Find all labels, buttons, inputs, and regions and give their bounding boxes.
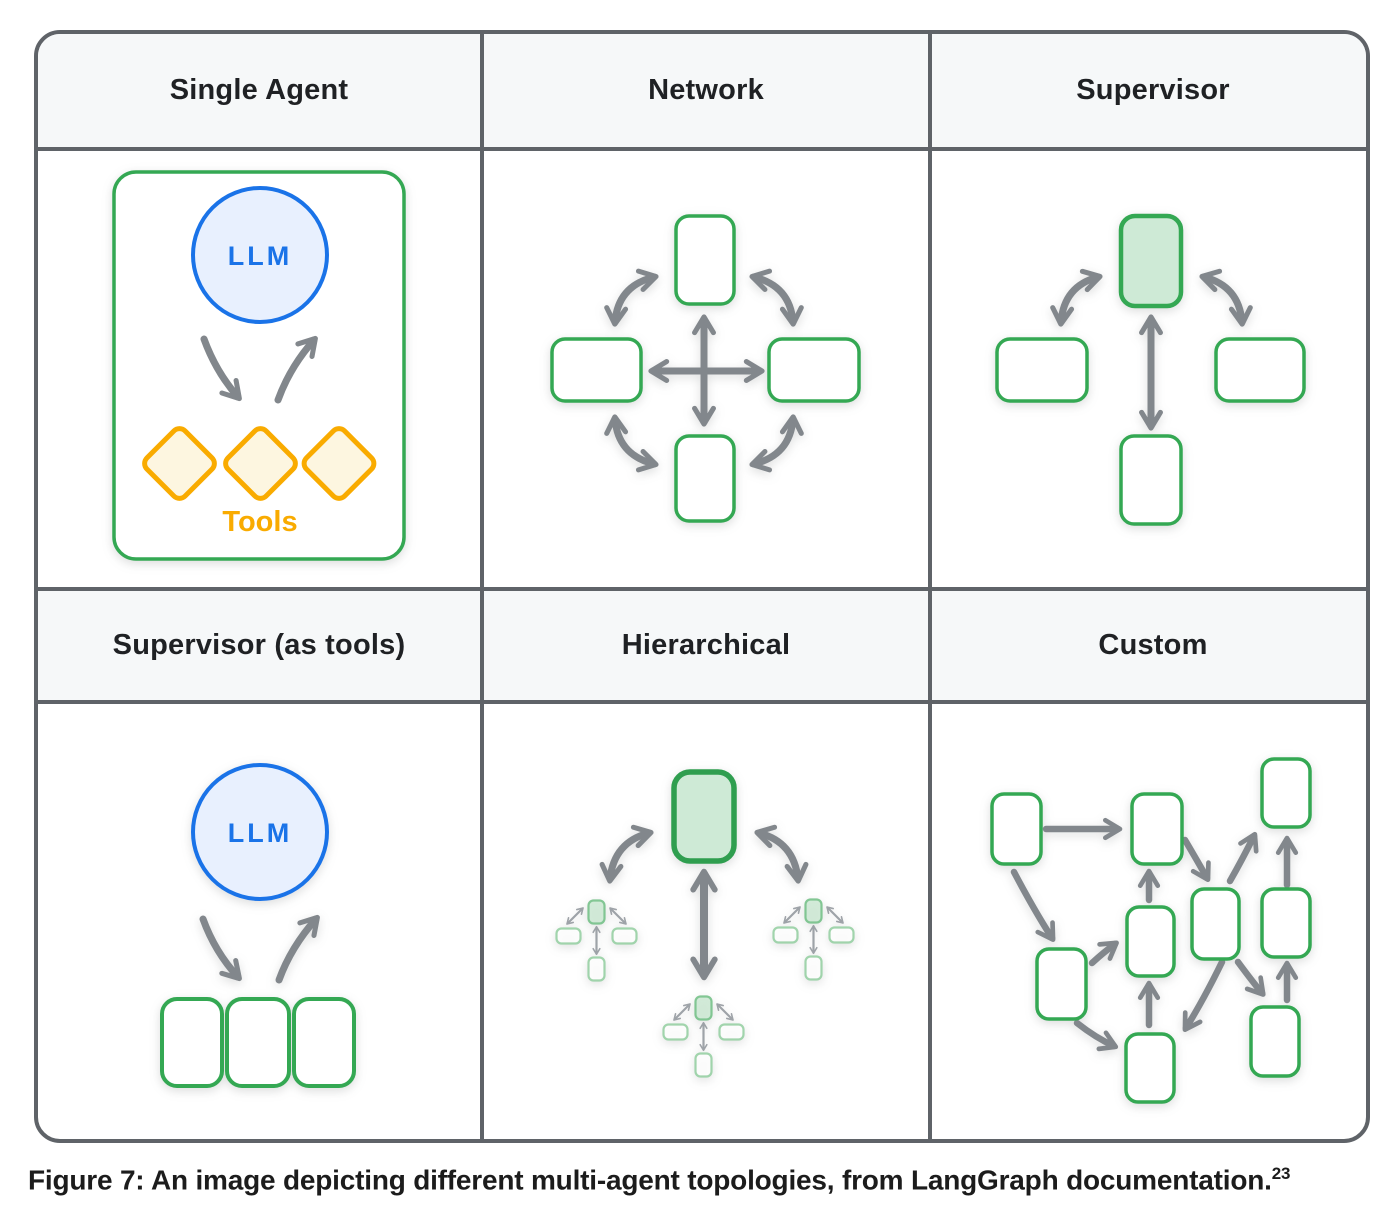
arrow-tools-to-llm	[274, 335, 318, 404]
llm-circle	[191, 186, 329, 324]
agent-node-left	[995, 337, 1089, 403]
agent-node-left	[550, 337, 643, 403]
arrow-llm-to-tools	[200, 335, 242, 402]
header-supervisor-label: Supervisor	[1076, 74, 1230, 106]
header-supervisor-as-tools-label: Supervisor (as tools)	[112, 629, 406, 661]
grid-line-vertical-1	[480, 34, 484, 1139]
arrow-d-to-g	[1234, 958, 1266, 997]
subteam-left	[557, 901, 637, 981]
custom-diagram	[990, 757, 1312, 1104]
agent-node-c	[1035, 947, 1088, 1021]
tool-diamond	[223, 426, 298, 501]
arrow-diagonal-top-right	[749, 268, 804, 327]
llm-circle	[191, 763, 329, 901]
arrow-to-right-subteam	[754, 824, 809, 884]
grid-line-horizontal-2	[38, 587, 1366, 591]
figure-caption: Figure 7: An image depicting different m…	[28, 1164, 1368, 1196]
arrow-diagonal-bottom-right	[749, 414, 804, 473]
tool-diamond	[301, 426, 377, 501]
arrow-llm-to-agents	[199, 915, 242, 982]
header-network: Network	[484, 34, 928, 147]
subteam-bottom	[664, 997, 744, 1077]
arrow-c-to-f	[1073, 1019, 1119, 1052]
arrow-to-left-subteam	[599, 824, 654, 884]
tool-agent-node-1	[160, 997, 224, 1088]
agent-node-bottom	[674, 434, 736, 523]
header-row-2-background	[38, 591, 1366, 700]
tool-agent-node-3	[292, 997, 356, 1088]
arrow-a-to-c	[1010, 868, 1056, 942]
supervisor-diagram	[995, 213, 1306, 526]
grid-line-horizontal-3	[38, 700, 1366, 704]
header-custom: Custom	[932, 589, 1366, 702]
agent-node-a	[990, 792, 1043, 866]
header-hierarchical: Hierarchical	[484, 589, 928, 702]
topology-diagrams: LLM Tools	[112, 170, 1312, 1104]
top-supervisor-node	[671, 769, 737, 864]
agent-node-g	[1249, 1005, 1301, 1078]
figure-caption-footnote: 23	[1271, 1164, 1291, 1183]
arrow-diagonal-bottom-left	[604, 414, 659, 473]
agent-node-h	[1260, 887, 1312, 959]
network-diagram	[550, 214, 861, 523]
single-agent-diagram: LLM Tools	[112, 170, 406, 561]
agent-node-right	[767, 337, 861, 403]
grid-line-vertical-2	[928, 34, 932, 1139]
arrow-b-to-d	[1181, 836, 1211, 883]
supervisor-as-tools-diagram: LLM	[160, 763, 356, 1088]
llm-label: LLM	[228, 818, 292, 848]
supervisor-node	[1118, 213, 1184, 309]
agent-node-i	[1260, 757, 1312, 829]
grid-line-horizontal-1	[38, 147, 1366, 151]
agent-node-b	[1130, 792, 1184, 866]
tools-label: Tools	[222, 506, 297, 538]
llm-label: LLM	[228, 241, 292, 271]
arrow-d-to-i	[1226, 831, 1259, 885]
arrow-agents-to-llm	[275, 914, 320, 984]
header-single-agent-label: Single Agent	[169, 74, 349, 106]
arrow-diagonal-top-left	[604, 268, 659, 327]
figure-caption-text: Figure 7: An image depicting different m…	[28, 1164, 1272, 1196]
header-supervisor-as-tools: Supervisor (as tools)	[38, 589, 480, 702]
header-row-1-background	[38, 34, 1366, 147]
header-supervisor: Supervisor	[932, 34, 1366, 147]
agent-node-f	[1124, 1032, 1176, 1104]
agent-node-bottom	[1119, 434, 1183, 526]
subteam-right	[774, 900, 854, 980]
arrow-supervisor-left	[1050, 268, 1103, 327]
agent-node-top	[674, 214, 736, 306]
tool-agent-node-2	[225, 997, 291, 1088]
header-custom-label: Custom	[1098, 629, 1208, 661]
arrow-c-to-e	[1088, 940, 1119, 967]
tool-diamond	[142, 426, 217, 501]
agent-node-right	[1214, 337, 1306, 403]
header-network-label: Network	[648, 74, 764, 106]
agent-node-d	[1190, 887, 1241, 961]
topology-grid-frame: Single Agent Network Supervisor Supervis…	[34, 30, 1370, 1143]
header-hierarchical-label: Hierarchical	[621, 629, 791, 661]
arrow-d-to-f	[1182, 958, 1226, 1032]
agent-node-e	[1125, 905, 1176, 978]
header-single-agent: Single Agent	[38, 34, 480, 147]
hierarchical-diagram	[557, 769, 854, 1077]
arrow-supervisor-right	[1199, 268, 1253, 327]
